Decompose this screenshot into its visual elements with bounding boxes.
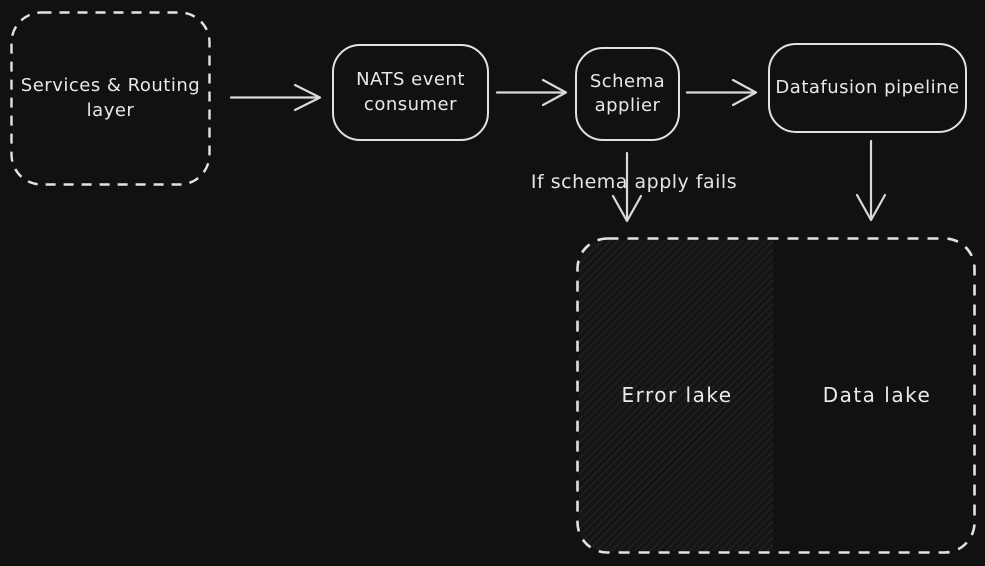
lakes-container[interactable] — [576, 237, 976, 554]
node-schema-applier[interactable]: Schema applier — [575, 47, 680, 141]
arrow-services-to-nats[interactable] — [228, 80, 324, 115]
arrow-schema-to-error-lake[interactable] — [608, 151, 646, 225]
arrow-nats-to-schema[interactable] — [494, 75, 570, 110]
node-label: Services & Routing layer — [20, 75, 201, 121]
error-lake-label: Error lake — [621, 383, 733, 407]
arrow-schema-to-datafusion[interactable] — [684, 75, 760, 110]
node-label: Schema applier — [589, 70, 666, 116]
node-datafusion-pipeline[interactable]: Datafusion pipeline — [768, 43, 967, 133]
data-lake-label: Data lake — [822, 383, 932, 407]
arrow-datafusion-to-data-lake[interactable] — [852, 139, 890, 224]
node-services-routing-layer[interactable]: Services & Routing layer — [10, 11, 211, 186]
node-label: Datafusion pipeline — [775, 76, 960, 98]
node-nats-event-consumer[interactable]: NATS event consumer — [332, 44, 489, 141]
node-label: NATS event consumer — [356, 69, 465, 115]
edge-label-if-schema-apply-fails: If schema apply fails — [530, 171, 738, 193]
